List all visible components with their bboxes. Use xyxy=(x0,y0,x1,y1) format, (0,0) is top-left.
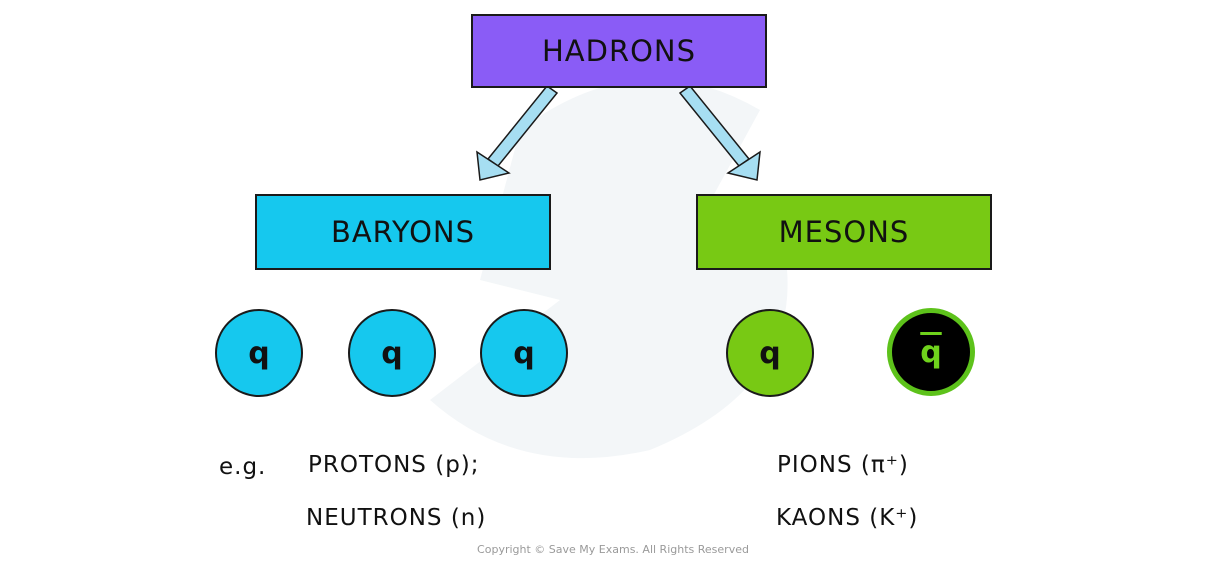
quark-label: q xyxy=(513,335,535,371)
meson-example-pions: PIONS (π⁺) xyxy=(777,452,909,478)
mesons-label: MESONS xyxy=(778,215,910,249)
baryon-quark-2: q xyxy=(348,309,436,397)
hadrons-box: HADRONS xyxy=(471,14,767,88)
meson-quark: q xyxy=(726,309,814,397)
quark-label: q xyxy=(381,335,403,371)
meson-antiquark: q xyxy=(887,308,975,396)
eg-label: e.g. xyxy=(219,454,267,480)
quark-label: q xyxy=(759,335,781,371)
arrow-to-mesons xyxy=(678,84,761,181)
baryons-label: BARYONS xyxy=(330,215,476,249)
meson-example-kaons: KAONS (K⁺) xyxy=(776,505,919,531)
mesons-box: MESONS xyxy=(696,194,992,270)
quark-label: q xyxy=(248,335,270,371)
baryon-quark-1: q xyxy=(215,309,303,397)
baryon-example-neutrons: NEUTRONS (n) xyxy=(306,505,487,531)
antiquark-label: q xyxy=(920,334,942,370)
baryon-quark-3: q xyxy=(480,309,568,397)
hadrons-label: HADRONS xyxy=(541,34,697,68)
baryon-example-protons: PROTONS (p); xyxy=(308,452,480,478)
copyright-notice: Copyright © Save My Exams. All Rights Re… xyxy=(477,543,749,556)
baryons-box: BARYONS xyxy=(255,194,551,270)
arrow-to-baryons xyxy=(476,84,559,181)
